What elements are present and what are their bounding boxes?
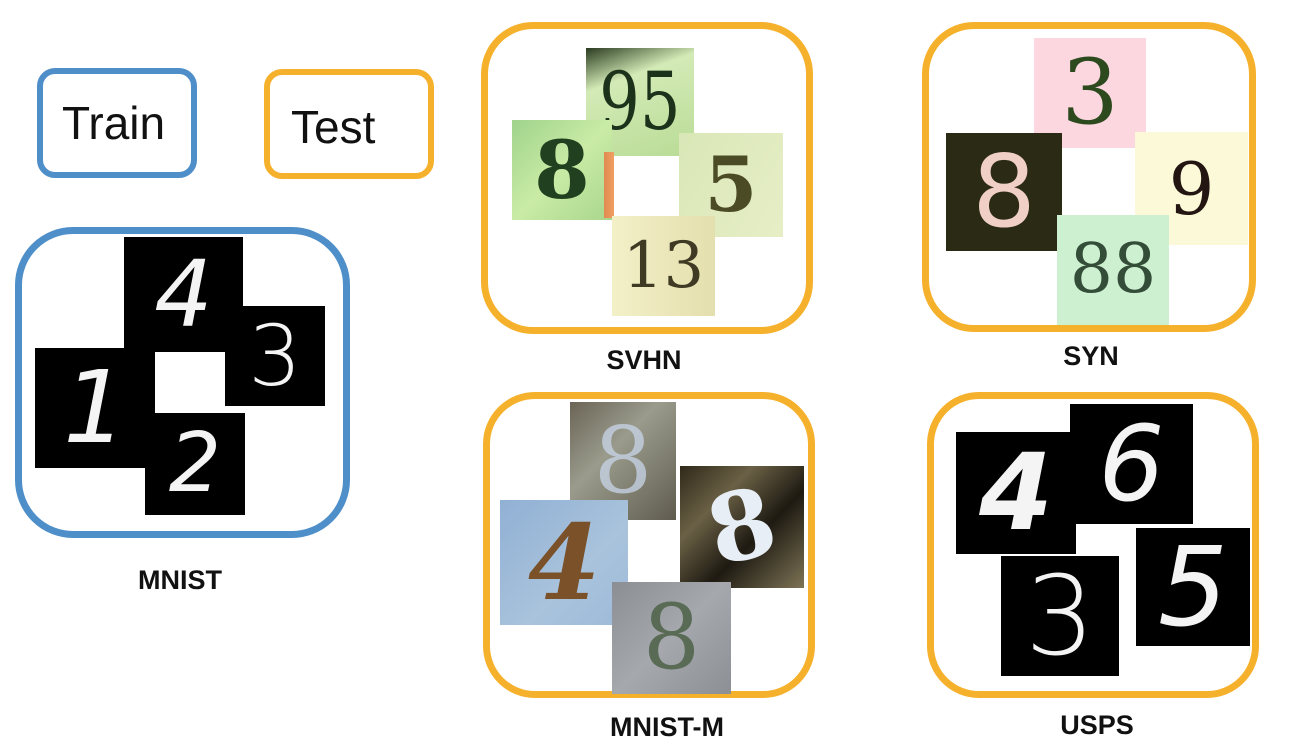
mnist-digit-tile: 4 (124, 237, 243, 352)
legend-train-box (37, 68, 197, 178)
svhn-caption: SVHN (606, 345, 682, 375)
mnist-caption: MNIST (138, 565, 222, 595)
mnist-digit-tile: 1 (35, 348, 155, 468)
syn-digit-tile: 9 (1135, 132, 1248, 245)
mnist-digit-tile: 3 (225, 306, 325, 406)
svhn-digit-tile: 8 (512, 120, 612, 220)
svhn-digit-tile: 13 (612, 216, 715, 316)
syn-digit-tile: 88 (1057, 215, 1169, 325)
mnist-m-caption: MNIST-M (610, 712, 724, 742)
legend-test-box (264, 69, 434, 179)
syn-digit-tile: 8 (946, 133, 1062, 251)
syn-digit-tile: 3 (1034, 38, 1146, 148)
usps-digit-tile: 6 (1070, 404, 1193, 524)
usps-caption: USPS (1060, 710, 1134, 740)
svhn-tile-edge (604, 152, 614, 218)
legend-test-label: Test (291, 101, 376, 153)
usps-digit-tile: 5 (1136, 528, 1250, 646)
mnist-m-digit-tile: 4 (500, 500, 628, 625)
usps-digit-tile: 4 (956, 432, 1076, 554)
mnist-digit-tile: 2 (145, 413, 245, 515)
syn-caption: SYN (1063, 341, 1119, 371)
mnist-m-digit-tile: 8 (680, 466, 804, 588)
mnist-m-digit-tile: 8 (612, 582, 731, 694)
legend-train-label: Train (62, 97, 166, 149)
usps-digit-tile: 3 (1001, 556, 1119, 676)
